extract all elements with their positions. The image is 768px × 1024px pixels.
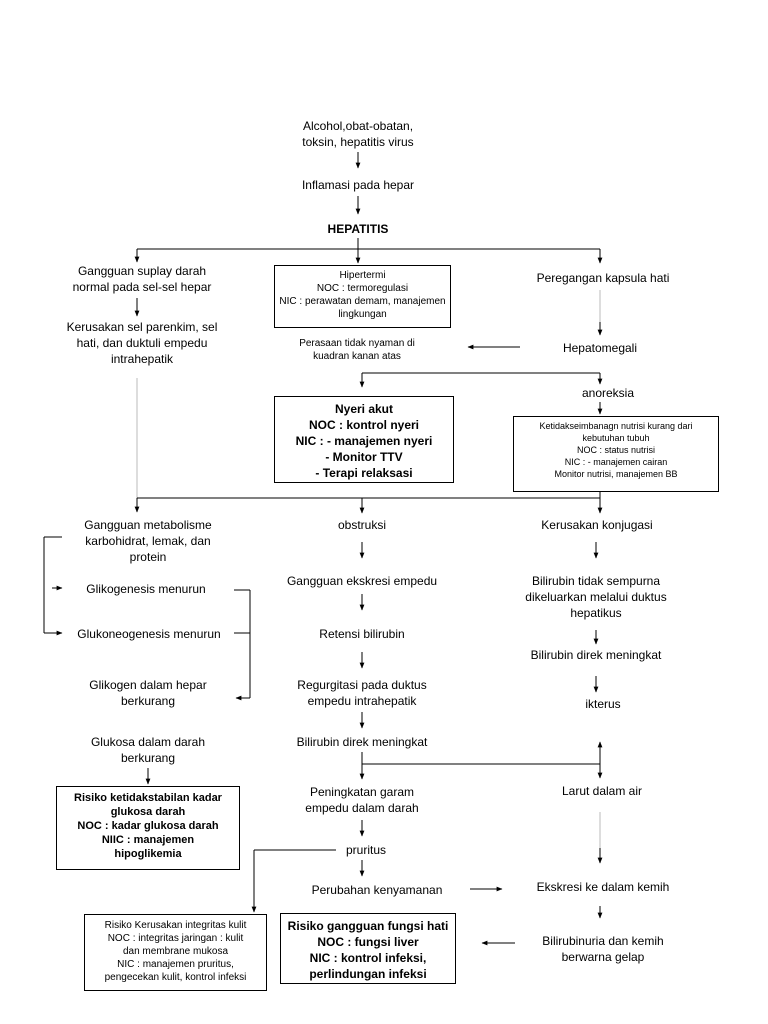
node-ekskresi-empedu: Gangguan ekskresi empedu <box>286 574 438 588</box>
node-hepatitis: HEPATITIS <box>327 222 389 236</box>
node-cause: Alcohol,obat-obatan, toksin, hepatitis v… <box>302 119 414 149</box>
box-nutrisi: Ketidakseimbanagn nutrisi kurang dari ke… <box>513 416 719 492</box>
node-peregangan: Peregangan kapsula hati <box>536 271 670 285</box>
node-larut: Larut dalam air <box>561 784 643 798</box>
box-integritas-kulit: Risiko Kerusakan integritas kulit NOC : … <box>84 914 267 991</box>
node-ekskresi-kemih: Ekskresi ke dalam kemih <box>536 880 670 894</box>
node-bilirubin-direk-mid: Bilirubin direk meningkat <box>296 735 428 749</box>
node-bilirubinuria: Bilirubinuria dan kemih berwarna gelap <box>542 934 664 964</box>
node-anoreksia: anoreksia <box>581 386 635 400</box>
box-hipertermi: Hipertermi NOC : termoregulasi NIC : per… <box>274 265 451 328</box>
node-pruritus: pruritus <box>345 843 386 857</box>
box-fungsi-hati: Risiko gangguan fungsi hati NOC : fungsi… <box>280 913 456 984</box>
node-bilirubin-direk-right: Bilirubin direk meningkat <box>530 648 662 662</box>
node-kerusakan-sel: Kerusakan sel parenkim, sel hati, dan du… <box>66 320 218 366</box>
node-glikogenesis: Glikogenesis menurun <box>86 582 206 596</box>
node-glukosa: Glukosa dalam darah berkurang <box>90 735 206 765</box>
node-kenyamanan: Perubahan kenyamanan <box>311 883 443 897</box>
node-metabolisme: Gangguan metabolisme karbohidrat, lemak,… <box>84 518 212 564</box>
node-bilirubin-tidak: Bilirubin tidak sempurna dikeluarkan mel… <box>525 574 667 620</box>
node-perasaan: Perasaan tidak nyaman di kuadran kanan a… <box>299 338 415 362</box>
node-glikogen: Glikogen dalam hepar berkurang <box>89 678 207 708</box>
node-suplay: Gangguan suplay darah normal pada sel-se… <box>72 264 212 294</box>
node-garam: Peningkatan garam empedu dalam darah <box>305 785 419 815</box>
node-ikterus: ikterus <box>585 697 621 711</box>
node-hepatomegali: Hepatomegali <box>562 341 638 355</box>
node-inflamasi: Inflamasi pada hepar <box>301 178 415 192</box>
node-regurgitasi: Regurgitasi pada duktus empedu intrahepa… <box>297 678 427 708</box>
node-obstruksi: obstruksi <box>337 518 387 532</box>
node-retensi: Retensi bilirubin <box>319 627 405 641</box>
box-glukosa: Risiko ketidakstabilan kadar glukosa dar… <box>56 786 240 870</box>
node-glukoneogenesis: Glukoneogenesis menurun <box>77 627 221 641</box>
node-konjugasi: Kerusakan konjugasi <box>541 518 653 532</box>
box-nyeri-akut: Nyeri akut NOC : kontrol nyeri NIC : - m… <box>274 396 454 483</box>
